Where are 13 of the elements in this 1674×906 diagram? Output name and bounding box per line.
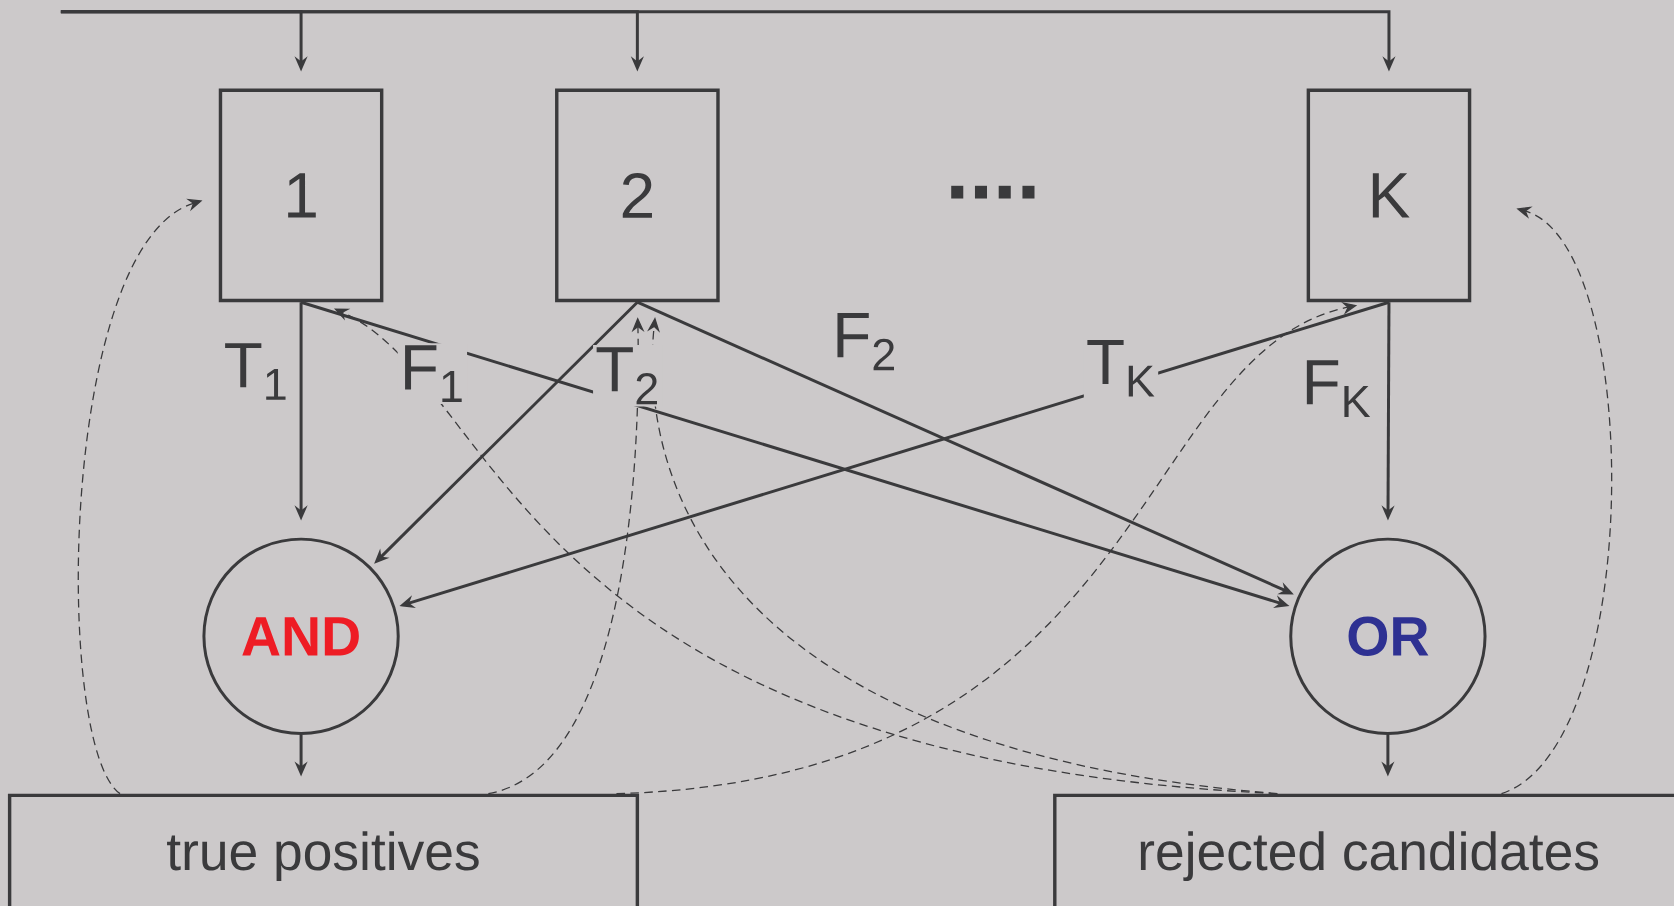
output-box: true positives [7, 793, 640, 906]
output-box: rejected candidates [1053, 793, 1674, 906]
edge-label: T$_{K}$ [1083, 337, 1159, 399]
process-box: 2 [555, 88, 720, 303]
edge-label: F$_{K}$ [1299, 357, 1374, 419]
edge-label: F$_{1}$ [397, 343, 468, 404]
process-box: K [1306, 88, 1472, 303]
edge-label: T$_{1}$ [221, 340, 291, 402]
edge-label: F$_{2}$ [830, 310, 900, 373]
edge-label: T$_{2}$ [593, 344, 663, 407]
ellipsis: .... [951, 185, 1035, 199]
process-box: 1 [218, 88, 384, 303]
dashed-arrow [1500, 206, 1613, 795]
